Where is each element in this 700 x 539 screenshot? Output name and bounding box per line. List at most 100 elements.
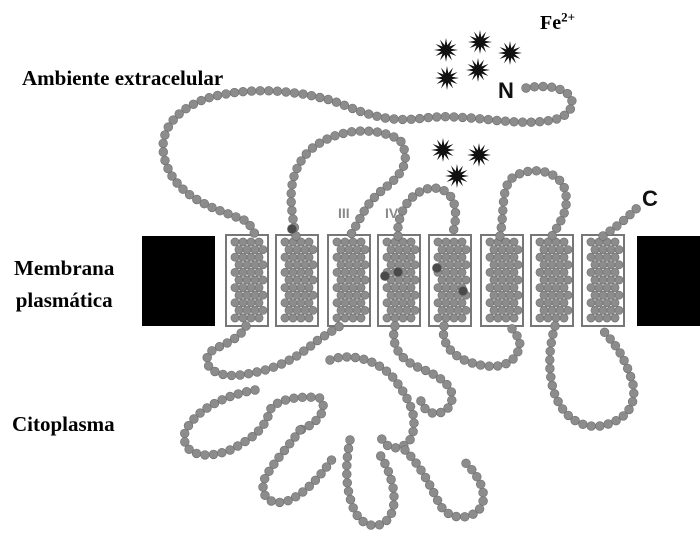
helix-residue bbox=[345, 291, 353, 299]
loop-residue bbox=[208, 203, 217, 212]
marked-residue bbox=[380, 271, 389, 280]
membrane-label-line2: plasmática bbox=[14, 284, 114, 316]
loop-residue bbox=[546, 373, 555, 382]
helix-residue bbox=[591, 276, 599, 284]
loop-residue bbox=[394, 232, 403, 241]
iron-ion-icon bbox=[467, 143, 491, 167]
marked-residue bbox=[432, 263, 441, 272]
helix-residue bbox=[434, 284, 442, 292]
loop-residue bbox=[289, 215, 298, 224]
loop-residue bbox=[413, 363, 422, 372]
helix-residue bbox=[486, 253, 494, 261]
helix-residue bbox=[281, 268, 289, 276]
helix-residue bbox=[247, 299, 255, 307]
helix-residue bbox=[289, 314, 297, 322]
loop-residue bbox=[628, 397, 637, 406]
helix-residue bbox=[297, 284, 305, 292]
helix-residue bbox=[251, 276, 259, 284]
loop-residue bbox=[159, 148, 168, 157]
helix-residue bbox=[615, 291, 623, 299]
helix-residue bbox=[361, 246, 369, 254]
helix-residue bbox=[536, 314, 544, 322]
helix-residue bbox=[587, 238, 595, 246]
cytoplasm-label: Citoplasma bbox=[12, 412, 115, 437]
helix-residue bbox=[615, 276, 623, 284]
helix-residue bbox=[502, 253, 510, 261]
loop-residue bbox=[275, 498, 284, 507]
loop-residue bbox=[282, 88, 291, 97]
helix-residue bbox=[349, 314, 357, 322]
loop-residue bbox=[261, 366, 270, 375]
helix-residue bbox=[556, 291, 564, 299]
helix-residue bbox=[361, 291, 369, 299]
loop-residue bbox=[197, 96, 206, 105]
helix-residue bbox=[357, 299, 365, 307]
loop-residue bbox=[159, 139, 168, 148]
helix-residue bbox=[544, 314, 552, 322]
loop-residue bbox=[264, 412, 273, 421]
helix-residue bbox=[552, 253, 560, 261]
helix-residue bbox=[564, 261, 572, 269]
loop-residue bbox=[439, 330, 448, 339]
marked-residue bbox=[287, 224, 296, 233]
helix-residue bbox=[411, 261, 419, 269]
loop-residue bbox=[527, 118, 536, 127]
helix-residue bbox=[607, 261, 615, 269]
helix-residue bbox=[333, 299, 341, 307]
helix-residue bbox=[560, 253, 568, 261]
helix-residue bbox=[361, 276, 369, 284]
loop-residue bbox=[462, 459, 471, 468]
helix-residue bbox=[506, 306, 514, 314]
loop-residue bbox=[440, 322, 449, 331]
helix-residue bbox=[333, 268, 341, 276]
loop-residue bbox=[288, 180, 297, 189]
helix-residue bbox=[611, 238, 619, 246]
helix-residue bbox=[560, 299, 568, 307]
helix-residue bbox=[337, 276, 345, 284]
helix-residue bbox=[231, 314, 239, 322]
helix-residue bbox=[506, 276, 514, 284]
helix-residue bbox=[259, 261, 267, 269]
helix-residue bbox=[450, 238, 458, 246]
helix-residue bbox=[403, 291, 411, 299]
loop-residue bbox=[390, 492, 399, 501]
loop-residue bbox=[629, 380, 638, 389]
loop-residue bbox=[180, 429, 189, 438]
loop-residue bbox=[389, 330, 398, 339]
helix-residue bbox=[548, 261, 556, 269]
loop-residue bbox=[344, 487, 353, 496]
loop-residue bbox=[326, 356, 335, 365]
helix-residue bbox=[281, 284, 289, 292]
helix-residue bbox=[599, 246, 607, 254]
loop-residue bbox=[219, 370, 228, 379]
helix-residue bbox=[486, 284, 494, 292]
helix-residue bbox=[438, 306, 446, 314]
helix-residue bbox=[255, 238, 263, 246]
helix-residue bbox=[259, 246, 267, 254]
helix-residue bbox=[552, 299, 560, 307]
helix-residue bbox=[564, 276, 572, 284]
loop-residue bbox=[335, 322, 344, 331]
loop-residue bbox=[323, 135, 332, 144]
helix-residue bbox=[438, 276, 446, 284]
helix-residue bbox=[510, 284, 518, 292]
helix-residue bbox=[552, 268, 560, 276]
loop-residue bbox=[267, 497, 276, 506]
helix-residue bbox=[251, 261, 259, 269]
helix-residue bbox=[301, 261, 309, 269]
helix-residue bbox=[235, 306, 243, 314]
helix-residue bbox=[490, 276, 498, 284]
helix-residue bbox=[434, 314, 442, 322]
helix-residue bbox=[494, 314, 502, 322]
loop-residue bbox=[373, 112, 382, 121]
loop-residue bbox=[596, 422, 605, 431]
helix-residue bbox=[591, 306, 599, 314]
helix-residue bbox=[458, 314, 466, 322]
helix-residue bbox=[458, 268, 466, 276]
helix-residue bbox=[337, 261, 345, 269]
helix-residue bbox=[403, 246, 411, 254]
loop-residue bbox=[290, 89, 299, 98]
helix-residue bbox=[247, 253, 255, 261]
helix-residue bbox=[281, 253, 289, 261]
loop-residue bbox=[259, 483, 268, 492]
